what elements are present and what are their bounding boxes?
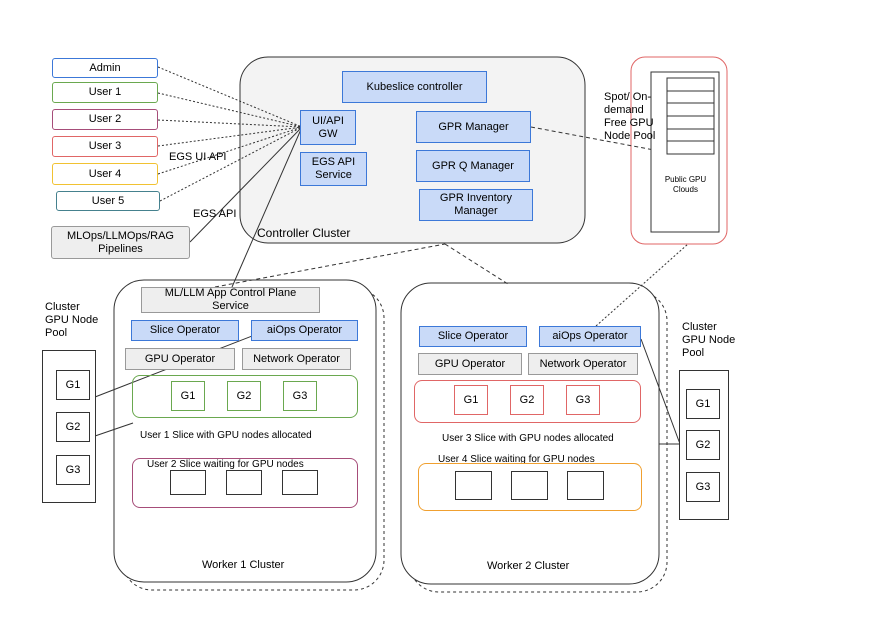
left-pool-label: Cluster GPU Node Pool [45,301,99,339]
worker1-user1-slice-label: User 1 Slice with GPU nodes allocated [140,430,312,441]
worker1-slice-gpu-1: G1 [171,381,205,411]
worker1-user1-slice [132,375,358,418]
left-pool-gpu-3: G3 [56,455,90,485]
user1-connector [157,92,303,128]
public-gpu-clouds-label: Public GPU Clouds [664,175,707,194]
worker2-user3-slice-label: User 3 Slice with GPU nodes allocated [442,433,614,444]
worker1-user2-slice-label: User 2 Slice waiting for GPU nodes [147,459,304,470]
worker1-user2-slice [132,458,358,508]
left-pool-gpu-2: G2 [56,412,90,442]
user2-connector [157,119,303,128]
worker2-network-operator: Network Operator [528,353,638,375]
worker1-slice-operator: Slice Operator [131,320,239,341]
gpr-manager: GPR Manager [416,111,531,143]
kubeslice-controller: Kubeslice controller [342,71,487,103]
app-control-plane-connector [231,126,303,288]
worker2-aiops-operator: aiOps Operator [539,326,641,347]
worker1-pending-gpu-1 [170,470,206,495]
worker1-slice-gpu-2: G2 [227,381,261,411]
user5-connector [159,126,303,202]
pipelines-connector [189,126,303,243]
worker1-cluster-label: Worker 1 Cluster [202,559,285,571]
right-pool-gpu-3: G3 [686,472,720,502]
pipelines-box: MLOps/LLMOps/RAG Pipelines [51,226,190,259]
user-1: User 1 [52,82,158,103]
worker2-user4-slice-label: User 4 Slice waiting for GPU nodes [438,454,595,465]
egs-api-service: EGS API Service [300,152,367,186]
worker1-slice-gpu-3: G3 [283,381,317,411]
worker1-network-operator: Network Operator [242,348,351,370]
worker1-pending-gpu-2 [226,470,262,495]
right-pool-g2-connector-top [640,338,681,445]
worker1-aiops-operator: aiOps Operator [251,320,358,341]
ui-api-gw: UI/API GW [300,110,356,145]
aiops-to-cloud-connector [595,243,689,327]
right-pool-label: Cluster GPU Node Pool [682,321,736,359]
worker2-cluster-label: Worker 2 Cluster [487,560,570,572]
worker2-slice-gpu-2: G2 [510,385,544,415]
user3-connector [157,126,303,147]
gpr-inventory-manager: GPR Inventory Manager [419,189,533,221]
left-pool-gpu-1: G1 [56,370,90,400]
user-3: User 3 [52,136,158,157]
worker1-gpu-operator: GPU Operator [125,348,235,370]
worker2-user4-slice [418,463,642,511]
gpr-q-manager: GPR Q Manager [416,150,530,182]
worker2-pending-gpu-3 [567,471,604,500]
worker2-user3-slice [414,380,641,423]
user-admin: Admin [52,58,158,78]
user-4: User 4 [52,163,158,185]
admin-connector [157,66,303,128]
controller-to-worker2-connector [444,243,509,285]
user-5: User 5 [56,191,160,211]
worker2-gpu-operator: GPU Operator [418,353,522,375]
user-2: User 2 [52,109,158,130]
egs-ui-api-label: EGS UI API [169,151,227,163]
controller-to-worker1-connector [214,243,446,288]
left-pool-g2-connector [94,422,134,437]
user4-connector [157,126,303,175]
worker2-slice-gpu-1: G1 [454,385,488,415]
egs-api-label: EGS API [193,208,237,220]
worker1-app-control-plane: ML/LLM App Control Plane Service [141,287,320,313]
right-pool-gpu-1: G1 [686,389,720,419]
worker2-pending-gpu-2 [511,471,548,500]
cloud-pool-rows [667,90,714,142]
worker2-slice-operator: Slice Operator [419,326,527,347]
spot-pool-label: Spot/ On-demand Free GPU Node Pool [604,91,656,142]
worker1-pending-gpu-3 [282,470,318,495]
controller-cluster-label: Controller Cluster [257,226,351,240]
right-pool-gpu-2: G2 [686,430,720,460]
user-connectors [157,66,303,202]
worker2-slice-gpu-3: G3 [566,385,600,415]
gpr-to-cloud-connector [530,126,666,153]
worker2-pending-gpu-1 [455,471,492,500]
